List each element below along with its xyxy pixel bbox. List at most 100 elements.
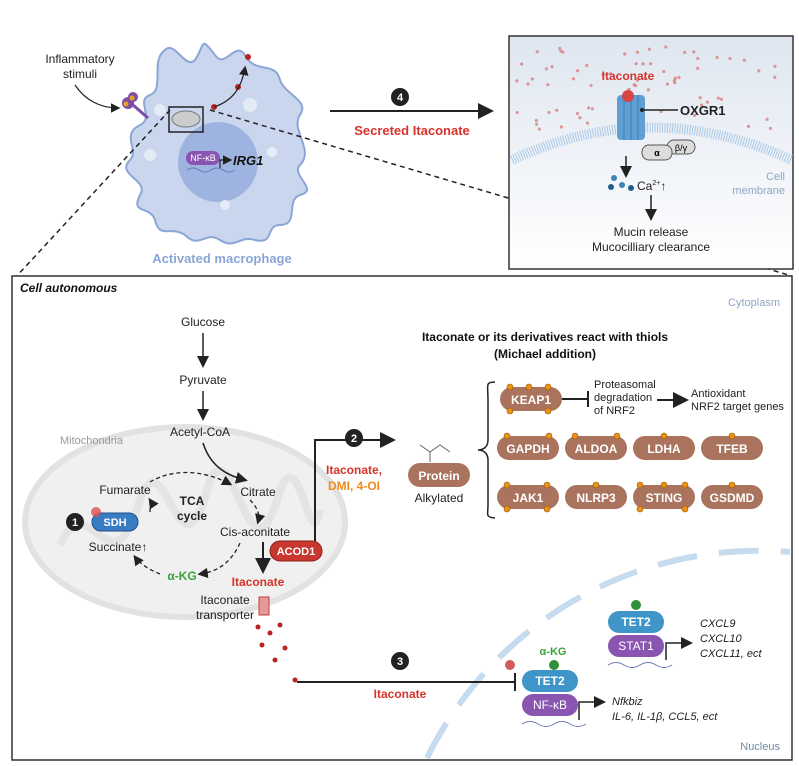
brace [477,381,496,519]
itaconate-dot [643,76,647,80]
protein-label: NLRP3 [576,491,616,505]
itaconate-dot [716,96,720,100]
itaconate-dot [719,97,724,101]
thiol-modification-dot [545,432,553,440]
itaconate-dot [677,75,681,80]
nfkb-target-genes: IL-6, IL-1β, CCL5, ect [612,711,718,723]
itaconate-dot [515,79,519,83]
tet2-label: TET2 [621,615,651,629]
sdh-label: SDH [103,517,126,529]
itaconate-dot [699,103,704,107]
membrane-label: membrane [732,185,785,197]
nfkb-pill [522,694,578,716]
thiol-modification-dot [636,505,644,513]
itaconate-dot [635,50,640,54]
thiol-modification-dot [592,481,600,489]
tca-cycle-arrows [133,471,266,579]
itaconate-dot [550,65,554,69]
membrane-label: Cell [766,171,785,183]
antioxidant-label: NRF2 target genes [691,401,784,413]
protein-pill [565,485,627,509]
itaconate-molecule [622,90,634,102]
acod1-pill [269,540,323,562]
cell-membrane [509,122,795,165]
stat1-target-genes: CXCL9 [700,618,735,630]
nfkb-pill [186,151,220,165]
itaconate-dot [558,46,562,50]
itaconate-dot [641,62,645,66]
thiol-modification-dot [728,481,736,489]
acod1-label: ACOD1 [277,546,316,558]
antioxidant-label: Antioxidant [691,388,745,400]
itaconate-label: Itaconate [232,575,285,589]
step-2-label: Itaconate, [326,463,382,477]
itaconate-dot [773,75,777,79]
itaconate-dot [627,87,631,91]
itaconate-dot [635,78,640,82]
step-3-label: Itaconate [374,687,427,701]
itaconate-dot [692,50,696,54]
itaconate-dot [632,83,636,87]
step-1-number: 1 [72,517,78,529]
itaconate-dot [647,47,651,51]
itaconate-dot [728,56,732,61]
thiols-title: Itaconate or its derivatives react with … [422,330,668,344]
thiol-modification-dot [613,432,621,440]
itaconate-dot [715,55,719,59]
succinate-label: Succinate↑ [89,540,148,554]
thiol-modification-dot [506,383,514,391]
itaconate-dot [590,107,594,111]
cis-aconitate-label: Cis-aconitate [220,525,290,539]
itaconate-dot [649,62,653,66]
thiols-subtitle: (Michael addition) [494,347,596,361]
pyruvate-label: Pyruvate [179,373,227,387]
itaconate-dot [534,118,538,123]
akg-label: α-KG [167,569,196,583]
itaconate-dot [586,106,591,110]
itaconate-dot [589,83,593,88]
itaconate-dot [578,116,582,120]
itaconate-dot [526,82,530,86]
itaconate-dot [696,66,700,70]
oxgr1-inset: Itaconate OXGR1 β/γ α Ca2+↑ Mucin releas… [508,35,795,270]
step-1-badge [66,513,84,531]
step-2-derivatives-label: DMI, 4-OI [328,479,380,493]
calcium-label: Ca2+↑ [637,179,666,193]
acetyl-coa-label: Acetyl-CoA [170,425,230,439]
step-3-number: 3 [397,656,403,668]
calcium-ions-icon [608,175,634,191]
itaconate-dot [673,81,677,85]
itaconate-dot [696,56,700,61]
itaconate-dot [746,124,751,128]
tet2-label: TET2 [535,674,565,688]
nucleus-label: Nucleus [740,741,780,753]
proteasomal-label: Proteasomal [594,379,656,391]
cell-autonomous-panel: Cell autonomous Cytoplasm Mitochondria N… [11,275,793,761]
secreted-itaconate-label: Secreted Itaconate [354,123,470,138]
receptor-icon [122,92,149,120]
itaconate-dot [757,69,761,73]
itaconate-dot [664,45,668,49]
nfkb-label: NF-κB [533,698,567,712]
thiol-modification-dot [506,407,514,415]
stat1-target-genes: CXCL11, ect [700,648,762,660]
itaconate-dot [585,63,589,68]
thiol-modification-dot [543,505,551,513]
thiol-modification-dot [544,383,552,391]
thiol-modification-dot [728,432,736,440]
nuclear-akg-label: α-KG [540,646,567,658]
protein-pill [497,485,559,509]
cytoplasm-label: Cytoplasm [728,297,780,309]
itaconate-dot [585,121,590,125]
itaconate-dots [255,622,298,683]
oxgr1-receptor-icon [617,95,645,140]
itaconate-dot [515,110,519,115]
protein-pill [565,436,627,460]
protein-pill [701,485,763,509]
itaconate-dot [705,100,709,104]
itaconate-dot [693,113,697,117]
protein-label: LDHA [647,442,681,456]
oxgr1-label: OXGR1 [680,103,726,118]
protein-pill [500,387,562,411]
panel-title: Cell autonomous [20,281,118,295]
